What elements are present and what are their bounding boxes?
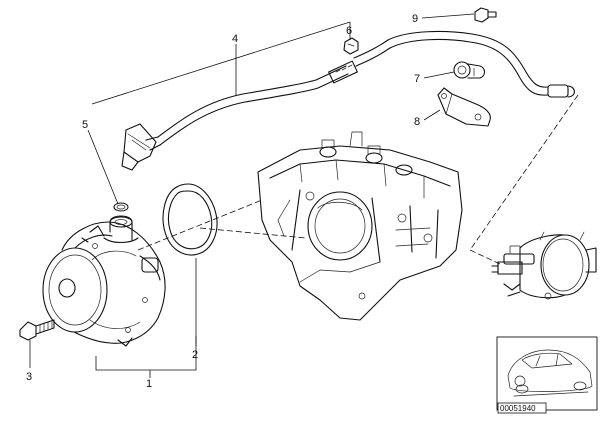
vacuum-hose[interactable] <box>121 30 575 171</box>
leader-lines <box>29 13 475 378</box>
callout-numbers: 1 2 3 4 5 6 7 8 9 <box>26 13 420 390</box>
bracket-8[interactable] <box>437 87 491 127</box>
cylinder-head-housing <box>257 131 463 321</box>
callout-7: 7 <box>414 73 420 85</box>
assembly-dash-lines <box>137 94 579 265</box>
callout-9: 9 <box>412 13 418 25</box>
clip-6[interactable] <box>343 37 359 55</box>
callout-3: 3 <box>26 371 32 383</box>
bolt-3[interactable] <box>19 319 55 341</box>
grommet-7[interactable] <box>453 61 486 79</box>
callout-5: 5 <box>82 119 88 131</box>
vacuum-pump[interactable] <box>42 215 166 347</box>
callout-1: 1 <box>146 378 152 390</box>
seal-ring-5[interactable] <box>113 202 129 212</box>
brake-booster <box>491 231 597 300</box>
reference-number: 00051940 <box>500 404 536 413</box>
gasket-ring-2[interactable] <box>162 183 218 256</box>
car-locator-thumbnail: 00051940 <box>496 336 598 414</box>
callout-6: 6 <box>346 25 352 37</box>
callout-4: 4 <box>232 33 238 45</box>
callout-8: 8 <box>414 116 420 128</box>
callout-2: 2 <box>192 349 198 361</box>
bolt-9[interactable] <box>474 7 497 23</box>
